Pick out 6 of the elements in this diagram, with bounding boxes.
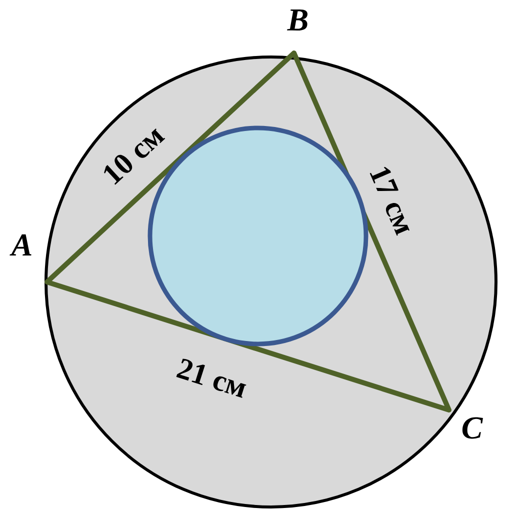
vertex-label: C xyxy=(462,417,483,439)
vertex-label: A xyxy=(10,234,32,256)
side-length-label: 10 см xyxy=(104,128,166,185)
side-length-label: 17 см xyxy=(370,166,410,236)
vertex-label: B xyxy=(287,9,308,30)
side-length-label: 21 см xyxy=(176,358,246,398)
